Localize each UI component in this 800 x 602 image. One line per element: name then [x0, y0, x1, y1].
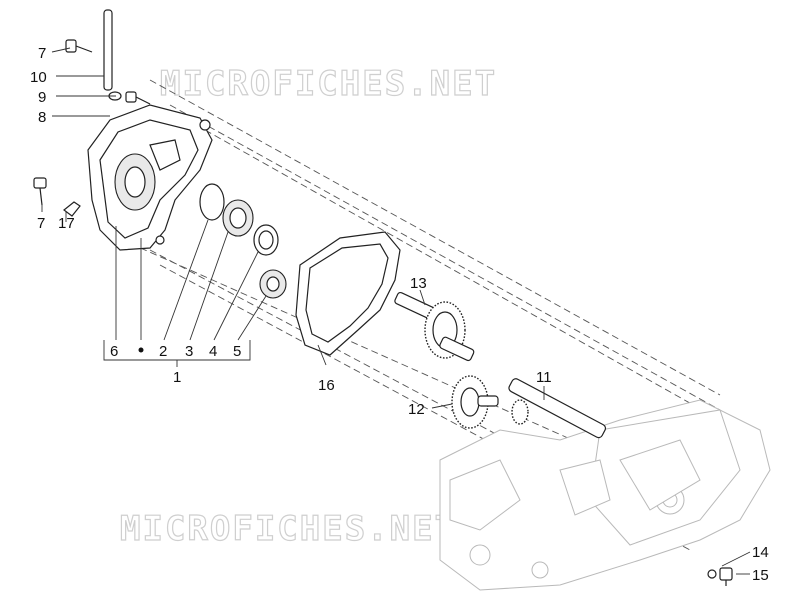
- callout-14: 14: [752, 544, 769, 561]
- callout-13: 13: [410, 275, 427, 292]
- clip-17: [63, 201, 81, 217]
- screw-15: [719, 567, 733, 586]
- callout-16: 16: [318, 377, 335, 394]
- watermark-bottom: MICROFICHES.NET: [120, 509, 457, 549]
- callout-3: 3: [185, 343, 193, 360]
- circlip-2: [199, 183, 225, 221]
- bolt-7-side: [33, 177, 47, 206]
- leader-lines: [41, 47, 751, 575]
- callout-11: 11: [536, 369, 552, 386]
- callout-17: 17: [58, 215, 75, 232]
- transmission-cover: [87, 104, 213, 251]
- output-shaft-11: [508, 378, 607, 439]
- callout-1: 1: [173, 369, 181, 386]
- bolt-7-top: [65, 39, 93, 53]
- gear-shaft-13: [394, 291, 475, 362]
- bearing-5: [259, 269, 287, 299]
- callout-12: 12: [408, 401, 425, 418]
- gasket-16-inner: [305, 243, 389, 343]
- gear-12: [451, 375, 499, 429]
- callout-labels: 7 10 9 8 7 17 6 2 3 4 5 1 16 13 11 12 14…: [30, 45, 769, 584]
- callout-4: 4: [209, 343, 217, 360]
- bearing-3: [222, 199, 254, 237]
- callout-2: 2: [159, 343, 167, 360]
- group-bullet: [138, 347, 144, 353]
- callout-6: 6: [110, 343, 118, 360]
- callout-5: 5: [233, 343, 241, 360]
- group-bracket: [103, 340, 251, 367]
- screw-8: [125, 91, 151, 105]
- callout-15: 15: [752, 567, 769, 584]
- dipstick: [103, 9, 122, 101]
- callout-10: 10: [30, 69, 47, 86]
- oil-seal-4: [253, 224, 279, 256]
- watermark-top: MICROFICHES.NET: [160, 64, 497, 104]
- washer-14: [707, 569, 717, 579]
- callout-7-side: 7: [37, 215, 45, 232]
- callout-7-top: 7: [38, 45, 46, 62]
- callout-8: 8: [38, 109, 46, 126]
- crankcase-ghost: [439, 399, 771, 591]
- callout-9: 9: [38, 89, 46, 106]
